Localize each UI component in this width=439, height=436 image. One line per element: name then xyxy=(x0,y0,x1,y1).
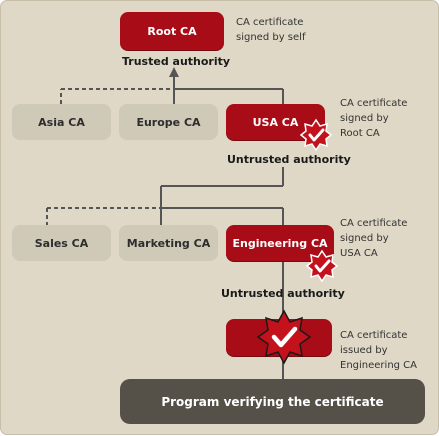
arrow-to-root xyxy=(169,67,179,77)
node-engineering-ca: Engineering CA xyxy=(226,225,334,261)
node-marketing-ca: Marketing CA xyxy=(119,225,218,261)
certificate-seal-icon xyxy=(256,309,312,365)
label-untrusted-authority-2: Untrusted authority xyxy=(221,287,345,300)
node-sales-ca: Sales CA xyxy=(12,225,111,261)
node-europe-ca: Europe CA xyxy=(119,104,218,140)
label-untrusted-authority-1: Untrusted authority xyxy=(227,153,351,166)
certificate-seal-icon xyxy=(305,249,339,283)
node-root-ca: Root CA xyxy=(120,12,224,50)
label-trusted-authority: Trusted authority xyxy=(122,55,231,68)
note-usa-ca: CA certificate signed by Root CA xyxy=(340,98,408,139)
node-asia-ca: Asia CA xyxy=(12,104,111,140)
note-engineering-ca: CA certificate signed by USA CA xyxy=(340,218,408,259)
node-program-verifying: Program verifying the certificate xyxy=(120,379,425,424)
note-issued-certificate: CA certificate issued by Engineering CA xyxy=(340,330,418,371)
certificate-seal-icon xyxy=(299,118,333,152)
note-root-ca: CA certificate signed by self xyxy=(236,17,306,43)
